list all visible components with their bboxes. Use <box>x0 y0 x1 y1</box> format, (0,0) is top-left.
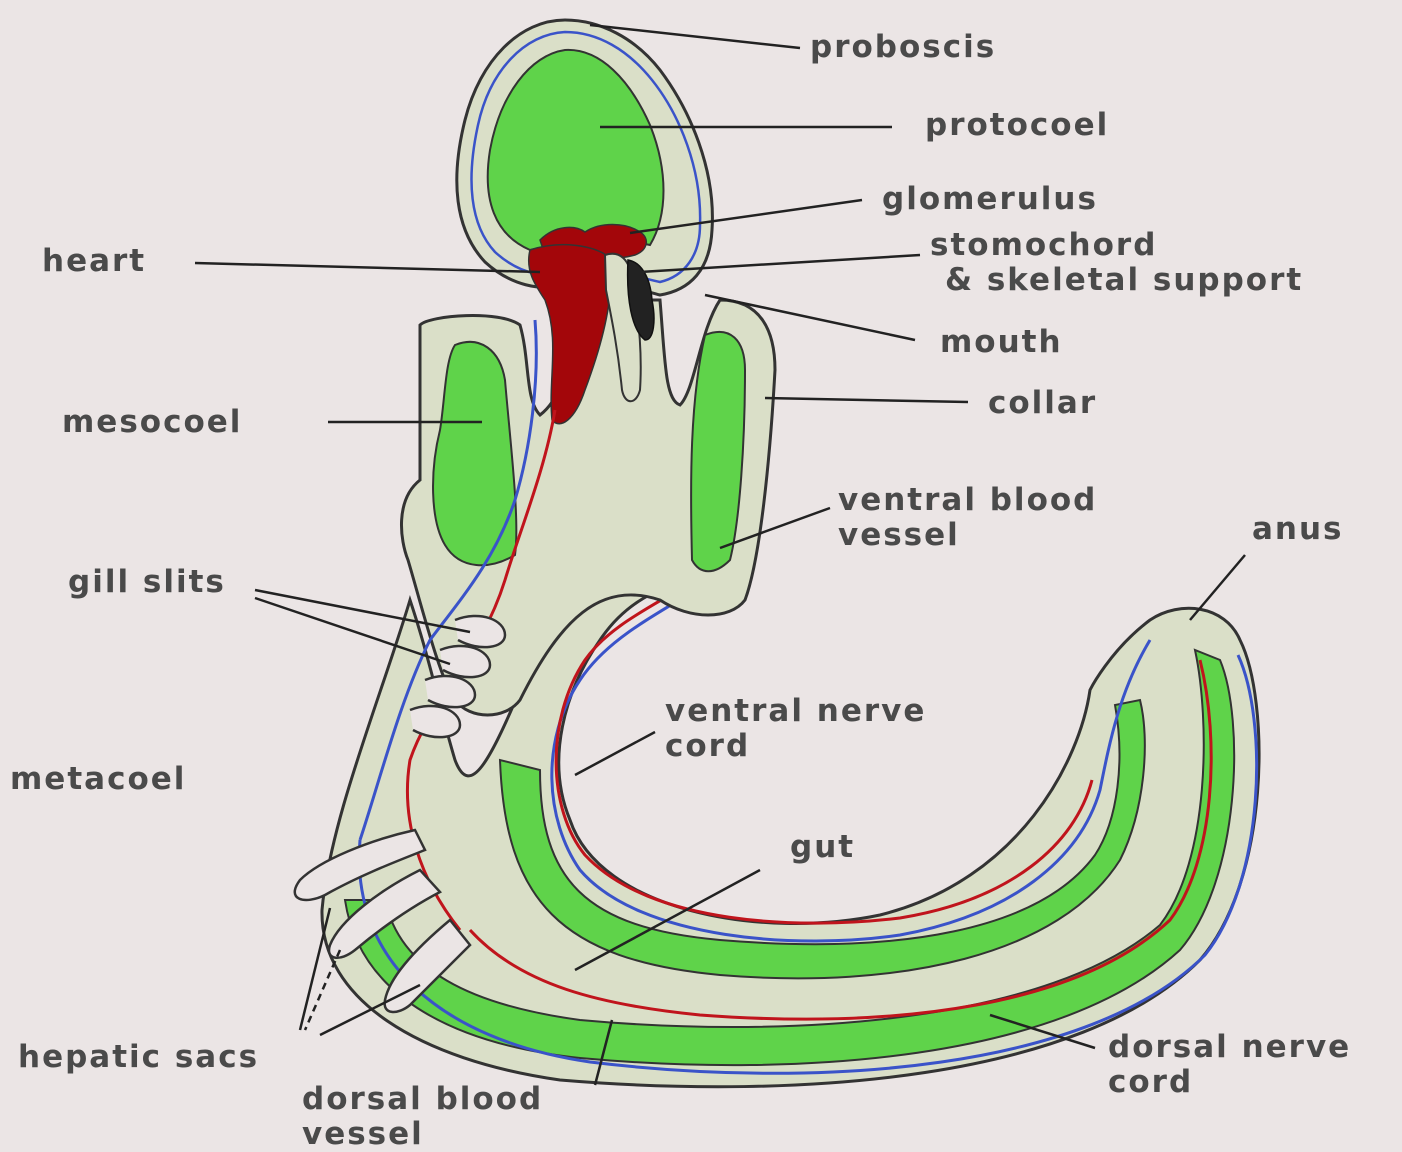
leader-ventral-nerve-cord <box>575 732 655 775</box>
gill-slit <box>425 676 475 707</box>
label-anus: anus <box>1252 512 1344 546</box>
label-proboscis: proboscis <box>810 30 996 64</box>
label-protocoel: protocoel <box>925 108 1109 142</box>
label-gill-slits: gill slits <box>68 565 226 599</box>
label-ventral-nerve-cord-2: cord <box>665 729 750 763</box>
label-dorsal-blood-vessel-2: vessel <box>302 1117 424 1151</box>
label-collar: collar <box>988 386 1097 420</box>
label-gut: gut <box>790 830 855 864</box>
label-hepatic-sacs: hepatic sacs <box>18 1040 259 1074</box>
leader-anus <box>1190 555 1245 620</box>
label-dorsal-nerve-cord: dorsal nerve <box>1108 1030 1351 1064</box>
label-stomochord: stomochord <box>930 228 1157 262</box>
label-heart: heart <box>42 244 146 278</box>
label-ventral-nerve-cord: ventral nerve <box>665 694 926 728</box>
leader-collar <box>765 398 968 402</box>
label-mouth: mouth <box>940 325 1063 359</box>
label-dorsal-nerve-cord-2: cord <box>1108 1065 1193 1099</box>
label-dorsal-blood-vessel: dorsal blood <box>302 1082 543 1116</box>
label-ventral-blood-vessel: ventral blood <box>838 483 1097 517</box>
label-metacoel: metacoel <box>10 762 186 796</box>
gill-slit <box>440 646 490 677</box>
leader-hepatic-sacs-2 <box>300 908 330 1030</box>
label-mesocoel: mesocoel <box>62 405 242 439</box>
label-glomerulus: glomerulus <box>882 182 1098 216</box>
label-ventral-blood-vessel-2: vessel <box>838 518 960 552</box>
label-skeletal-support: & skeletal support <box>945 263 1303 297</box>
gill-slit <box>410 706 460 737</box>
